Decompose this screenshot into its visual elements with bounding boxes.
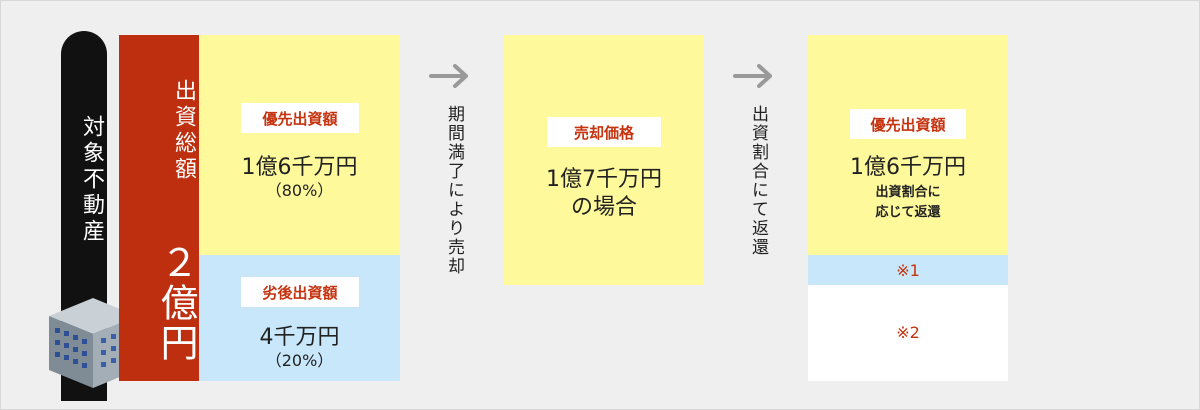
sale-price-amount: 1億7千万円 [546,167,662,192]
priority-return-note-line1: 出資割合に [875,185,941,200]
note1-label: ※1 [896,261,920,280]
priority-investment-amount: 1億6千万円 [241,155,358,180]
sale-price-tag: 売却価格 [547,117,661,147]
arrow-right-icon [429,64,468,88]
note2-box: ※2 [808,285,1008,381]
note2-label: ※2 [896,323,920,342]
priority-return-tag: 優先出資額 [850,109,966,139]
subordinate-investment-percent: （20%） [265,351,334,370]
note1-box: ※1 [808,255,1008,285]
priority-investment-percent: （80%） [265,181,334,200]
subordinate-investment-tag: 劣後出資額 [241,277,359,307]
priority-return-box: 優先出資額 1億6千万円 出資割合に 応じて返還 [808,35,1008,255]
subordinate-investment-amount: 4千万円 [259,325,340,350]
total-investment-label: 出資総額 [171,79,196,183]
sale-price-condition: の場合 [570,195,637,220]
subject-property-label: 対象不動産 [79,115,104,245]
priority-return-amount: 1億6千万円 [850,155,966,180]
sale-at-maturity-caption: 期間満了により売却 [444,105,464,276]
priority-return-note-line2: 応じて返還 [875,205,941,220]
total-investment-amount: ２億円 [154,243,198,363]
return-by-ratio-caption: 出資割合にて返還 [748,105,768,257]
priority-investment-box: 優先出資額 1億6千万円 （80%） [199,35,400,255]
total-investment-bar: 出資総額 ２億円 [119,35,199,381]
priority-investment-tag: 優先出資額 [241,103,359,133]
arrow-right-icon [733,64,772,88]
sale-price-box: 売却価格 1億7千万円 の場合 [504,35,704,285]
subordinate-investment-box: 劣後出資額 4千万円 （20%） [199,255,400,381]
